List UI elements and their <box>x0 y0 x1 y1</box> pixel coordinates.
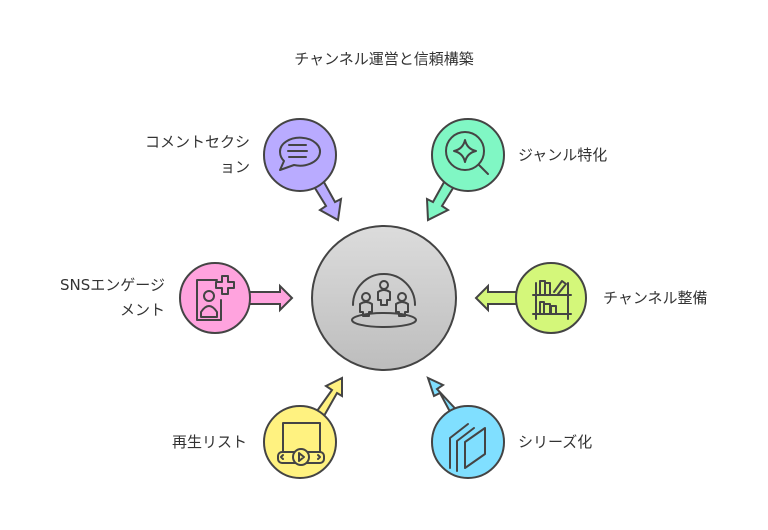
label-genre-specialization: ジャンル特化 <box>518 146 608 164</box>
community-icon <box>351 273 417 328</box>
arrow-sns <box>244 283 294 313</box>
node-sns-engagement <box>179 262 294 334</box>
node-playlist <box>263 376 343 479</box>
video-playlist-icon <box>277 422 325 466</box>
label-channel-setup: チャンネル整備 <box>603 289 708 307</box>
label-playlist: 再生リスト <box>171 433 247 451</box>
node-genre-specialization <box>425 118 505 222</box>
label-line: ョン <box>219 158 250 176</box>
stacked-layers-icon <box>449 423 486 472</box>
arrow-channel <box>474 283 522 313</box>
label-sns-engagement: SNSエンゲージ メント <box>60 273 165 323</box>
chat-bubble-icon <box>278 136 321 171</box>
label-line: SNSエンゲージ <box>60 276 165 294</box>
node-series <box>426 376 505 479</box>
label-comment-section: コメントセクシ ョン <box>145 130 250 180</box>
label-line: メント <box>119 301 165 319</box>
node-comment-section <box>263 118 343 222</box>
bookshelf-icon <box>532 280 572 320</box>
search-sparkle-icon <box>445 131 489 175</box>
label-series: シリーズ化 <box>518 433 593 451</box>
node-channel-setup <box>474 262 587 334</box>
add-user-profile-icon <box>196 275 235 321</box>
label-line: コメントセクシ <box>144 133 250 151</box>
center-node <box>311 225 457 371</box>
diagram-title: チャンネル運営と信頼構築 <box>294 50 474 68</box>
